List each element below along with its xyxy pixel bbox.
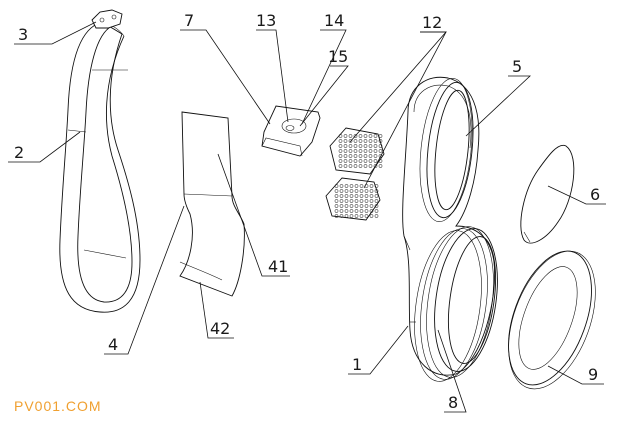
- part-8-lower-ring: [414, 226, 498, 382]
- part-7-clip: [261, 105, 321, 157]
- label-7: 7: [184, 11, 194, 30]
- watermark-text: PV001.COM: [14, 398, 102, 414]
- part-9-washer: [508, 250, 596, 390]
- label-41: 41: [268, 257, 288, 276]
- label-8: 8: [448, 393, 458, 412]
- label-6: 6: [590, 185, 600, 204]
- part-4-sheet: [179, 111, 245, 297]
- part-2-band: [59, 21, 141, 313]
- label-3: 3: [18, 25, 28, 44]
- part-3-bracket: [91, 9, 123, 29]
- label-4: 4: [108, 335, 118, 354]
- label-1: 1: [352, 355, 362, 374]
- label-5: 5: [512, 57, 522, 76]
- label-12: 12: [422, 13, 442, 32]
- leader-lines: [8, 21, 606, 413]
- label-15: 15: [328, 47, 348, 66]
- label-9: 9: [588, 365, 598, 384]
- label-14: 14: [324, 11, 344, 30]
- part-labels: 3 2 7 13 14 15 12 5 6 4 41 42 1 8 9: [14, 11, 600, 412]
- part-12-mesh: [325, 127, 385, 221]
- label-13: 13: [256, 11, 276, 30]
- label-42: 42: [210, 319, 230, 338]
- part-6-lens: [520, 144, 575, 244]
- label-2: 2: [14, 143, 24, 162]
- part-5-upper-ring: [419, 78, 474, 222]
